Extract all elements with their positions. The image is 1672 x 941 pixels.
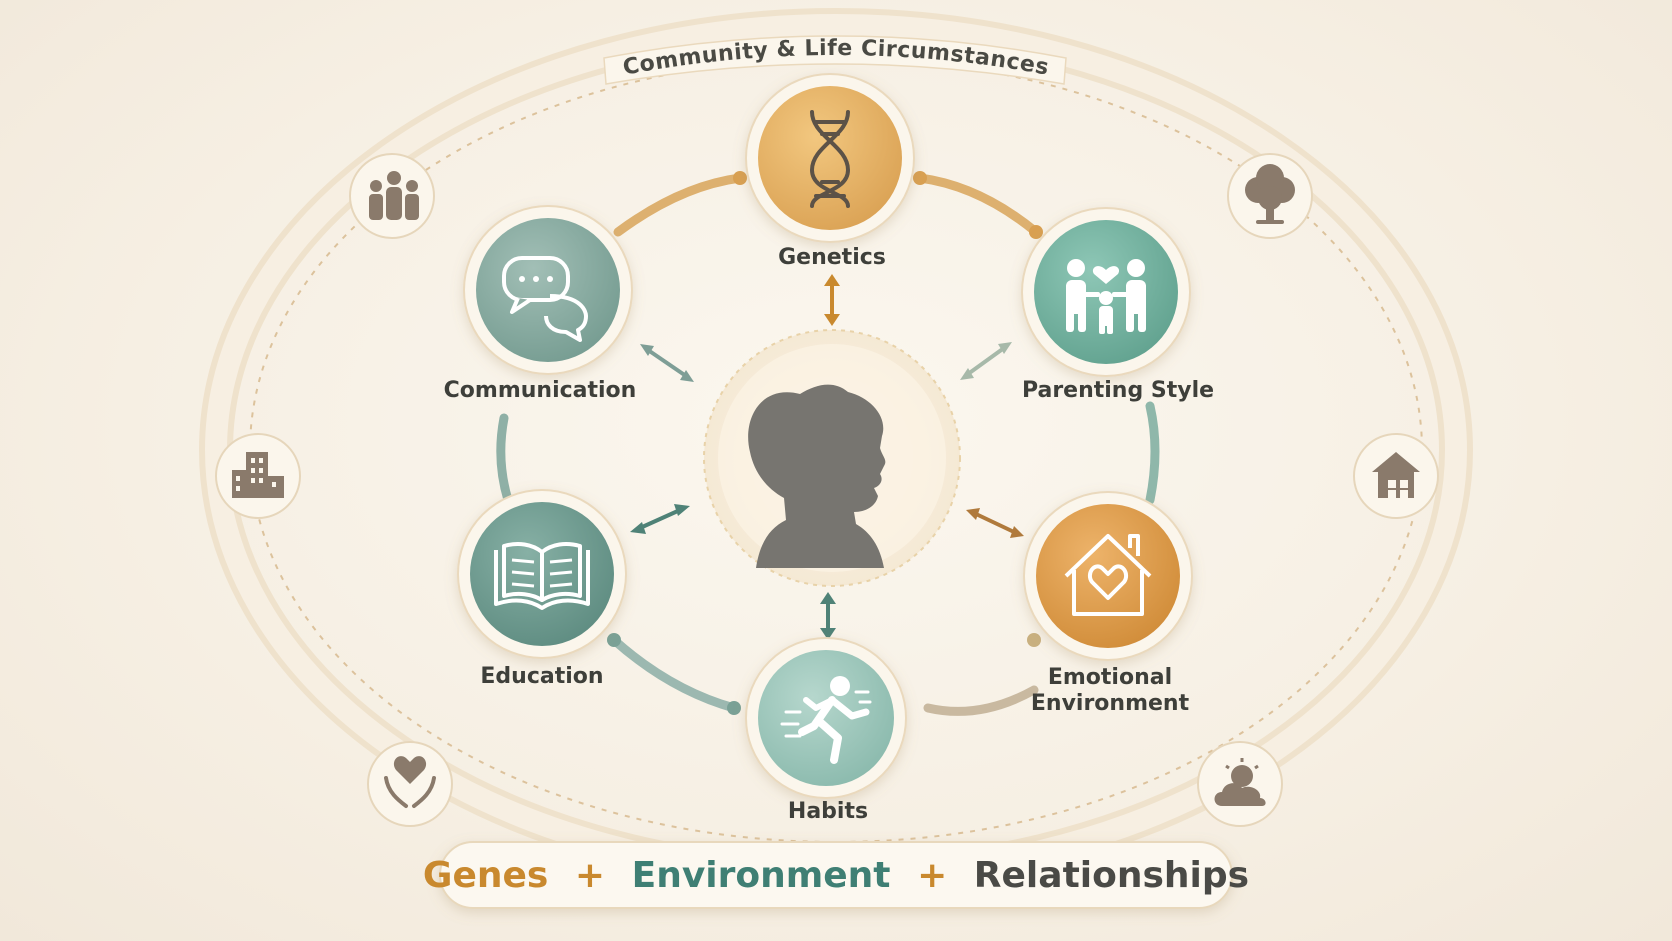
node-parenting-style: Parenting Style (1021, 207, 1214, 403)
formula-plus-2: + (917, 855, 947, 896)
node-label-genetics: Genetics (778, 245, 886, 270)
node-genetics: Genetics (745, 73, 915, 270)
node-label-emotional-line1: Emotional (1048, 665, 1172, 690)
node-communication: Communication (444, 205, 637, 403)
outer-icon-home (1353, 433, 1439, 519)
node-emotional-environment: Emotional Environment (1023, 491, 1193, 716)
running-child-icon (780, 676, 872, 764)
child-silhouette-icon (748, 384, 886, 568)
formula-text: Genes + Environment + Relationships (423, 855, 1249, 896)
formula-genes: Genes (423, 855, 548, 896)
dna-icon (809, 110, 851, 208)
heart-hands-icon (384, 756, 436, 808)
city-buildings-icon (232, 452, 284, 498)
house-heart-icon (1064, 534, 1152, 616)
node-label-habits: Habits (788, 799, 868, 824)
arrow-emotional (966, 508, 1024, 538)
node-education: Education (457, 489, 627, 689)
center-child (703, 329, 961, 587)
inner-ring (496, 171, 1160, 716)
outer-icon-tree (1227, 153, 1313, 239)
outer-icon-city (215, 433, 301, 519)
arrow-education (630, 504, 690, 534)
formula-environment: Environment (632, 855, 891, 896)
formula-relationships: Relationships (974, 855, 1249, 896)
tree-icon (1245, 164, 1295, 224)
outer-icon-people-group (349, 153, 435, 239)
people-group-icon (369, 171, 419, 220)
node-label-education: Education (480, 664, 603, 689)
arrow-habits (820, 592, 836, 640)
arrow-communication (640, 344, 694, 382)
open-book-icon (494, 542, 590, 610)
node-label-communication: Communication (444, 378, 637, 403)
formula-plus-1: + (575, 855, 605, 896)
formula-banner: Genes + Environment + Relationships (423, 841, 1249, 909)
home-icon (1372, 452, 1420, 498)
node-label-parenting-style: Parenting Style (1022, 378, 1214, 403)
arrow-genetics (824, 274, 840, 326)
arrow-parenting (960, 342, 1012, 380)
speech-bubbles-icon (502, 256, 588, 342)
family-icon (1066, 259, 1146, 334)
node-habits: Habits (745, 637, 907, 824)
arrows (630, 274, 1024, 640)
node-label-emotional-line2: Environment (1031, 691, 1190, 716)
sun-cloud-icon (1214, 758, 1266, 806)
outer-icon-heart-hands (367, 741, 453, 827)
outer-icon-sun-cloud (1197, 741, 1283, 827)
